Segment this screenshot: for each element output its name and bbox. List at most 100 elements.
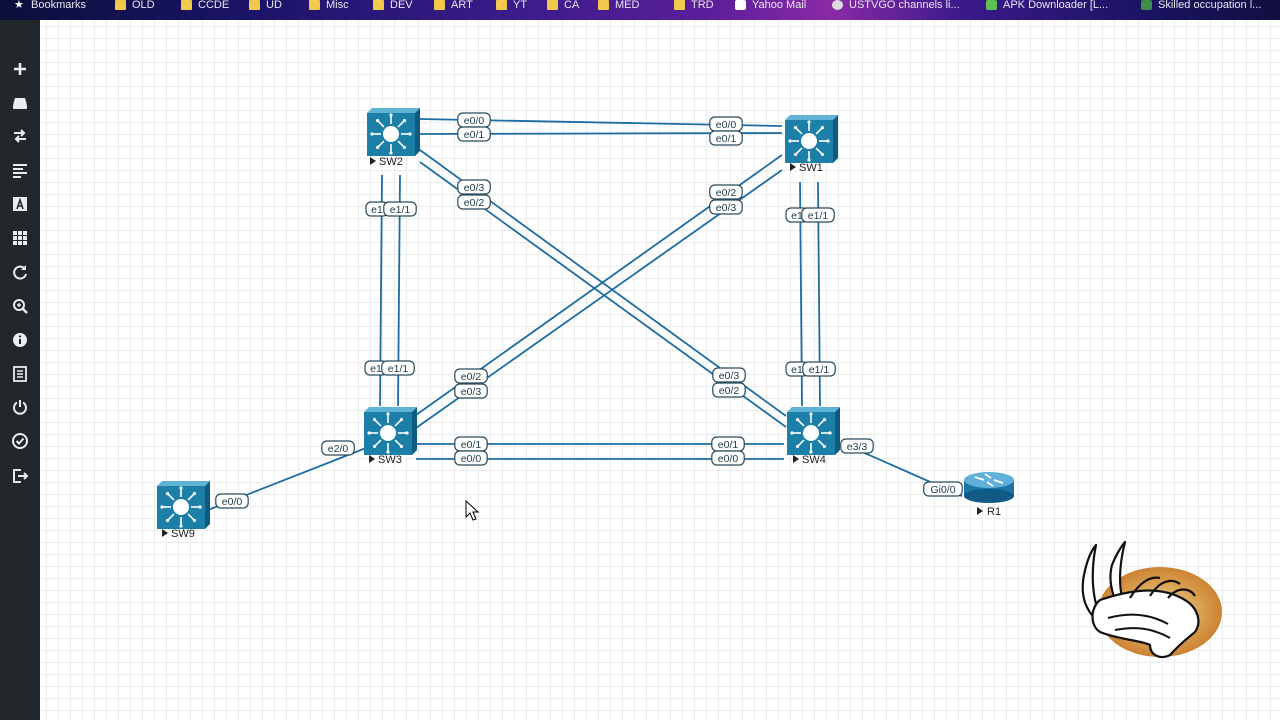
bookmark-label: ART [451,0,473,11]
interface-label-SW1-e0/2: e0/2 [709,184,743,200]
align-icon [13,164,27,178]
interface-label-text: e0/0 [718,453,739,465]
interface-label-text: e0/2 [716,187,737,199]
node-sw1[interactable]: SW1 [785,115,838,174]
interface-label-SW4-e0/1: e0/1 [711,436,745,452]
interface-label-text: e1/1 [390,204,411,216]
interface-label-text: e1/1 [388,363,409,375]
interface-label-text: e0/2 [719,385,740,397]
switch-icon [785,115,838,163]
bookmark-11[interactable]: Yahoo Mail [735,0,806,20]
node-sw3[interactable]: SW3 [364,407,417,466]
bookmark-2[interactable]: CCDE [181,0,229,20]
sidebar-zoom-button[interactable] [0,293,40,319]
bookmark-14[interactable]: Skilled occupation l... [1141,0,1261,20]
bookmark-6[interactable]: ART [434,0,473,20]
node-name: SW2 [379,156,403,168]
folder-icon [547,0,558,10]
check-icon [12,433,28,449]
play-icon [977,507,983,515]
bookmark-5[interactable]: DEV [373,0,413,20]
bookmark-7[interactable]: YT [496,0,527,20]
node-sw4[interactable]: SW4 [787,407,840,466]
folder-icon [115,0,126,10]
bookmark-12[interactable]: USTVGO channels li... [832,0,960,20]
bookmark-3[interactable]: UD [249,0,282,20]
interface-label-SW2-e0/0: e0/0 [457,112,491,128]
node-name: SW9 [171,528,195,540]
folder-icon [598,0,609,10]
sidebar-pictures-button[interactable] [0,225,40,251]
folder-icon [496,0,507,10]
interface-label-SW2-e0/2: e0/2 [457,194,491,210]
play-icon [370,157,376,165]
interface-label-text: e0/3 [461,386,482,398]
router-icon [964,472,1014,503]
bookmark-label: CCDE [198,0,230,11]
sidebar-refresh-button[interactable] [0,259,40,285]
sidebar-networks-button[interactable] [0,123,40,149]
interface-label-SW3-e0/1: e0/1 [454,436,488,452]
sidebar-text-button[interactable] [0,191,40,217]
bookmark-10[interactable]: TRD [674,0,714,20]
sidebar-nodes-button[interactable] [0,89,40,115]
interface-label-SW2-e1/1: e1/1 [383,201,417,217]
sidebar-status-button[interactable] [0,327,40,353]
interface-label-text: e0/0 [464,115,485,127]
interface-label-text: e0/3 [716,202,737,214]
zoom-icon [13,299,28,314]
arrows-icon [14,129,26,143]
interface-label-SW1-e0/3: e0/3 [709,199,743,215]
interface-label-text: e0/1 [718,439,739,451]
bookmark-9[interactable]: MED [598,0,639,20]
interface-label-text: e1 [371,204,383,216]
play-icon [369,455,375,463]
interface-label-text: e0/0 [716,119,737,131]
sidebar-close-lab-button[interactable] [0,463,40,489]
star-icon: ★ [14,0,24,11]
interface-label-text: e1/1 [808,210,829,222]
interface-label-R1-Gi0/0: Gi0/0 [923,481,963,497]
interface-label-text: e0/3 [464,182,485,194]
bookmark-label: Yahoo Mail [752,0,807,11]
bookmark-4[interactable]: Misc [309,0,349,20]
sidebar-power-button[interactable] [0,394,40,420]
interface-label-text: e1/1 [809,364,830,376]
node-sw2[interactable]: SW2 [367,108,420,168]
bookmark-label: YT [513,0,528,11]
sidebar-startup-configs-button[interactable] [0,157,40,183]
interface-label-text: e1 [791,364,803,376]
bookmark-8[interactable]: CA [547,0,579,20]
interface-label-SW2-e0/3: e0/3 [457,179,491,195]
interface-label-SW4-e0/3: e0/3 [712,367,746,383]
text-icon [13,197,27,211]
node-r1[interactable]: R1 [964,472,1014,518]
sidebar-add-object-button[interactable] [0,56,40,82]
sidebar [0,20,40,720]
interface-label-text: e3/3 [847,441,868,453]
node-label: SW4 [793,454,826,466]
interface-label-SW4-e0/2: e0/2 [712,382,746,398]
interface-label-SW3-e0/3: e0/3 [454,383,488,399]
interface-label-SW4-e3/3: e3/3 [840,438,874,454]
bookmark-label: UD [266,0,282,11]
sidebar-check-button[interactable] [0,428,40,454]
bookmark-0[interactable]: ★ Bookmarks [14,0,86,20]
interface-label-text: e0/0 [222,496,243,508]
interface-label-SW3-e0/2: e0/2 [454,368,488,384]
node-label: SW1 [790,162,823,174]
sidebar-lab-details-button[interactable] [0,361,40,387]
node-sw9[interactable]: SW9 [157,481,210,540]
play-icon [162,529,168,537]
bookmark-label: TRD [691,0,714,11]
switch-icon [157,481,210,529]
interface-label-SW3-e2/0: e2/0 [321,440,355,456]
node-label: SW3 [369,454,402,466]
bookmark-13[interactable]: APK Downloader [L... [986,0,1108,20]
bookmark-label: Bookmarks [31,0,87,11]
mouse-pointer-icon [465,499,480,521]
bookmark-1[interactable]: OLD [115,0,155,20]
